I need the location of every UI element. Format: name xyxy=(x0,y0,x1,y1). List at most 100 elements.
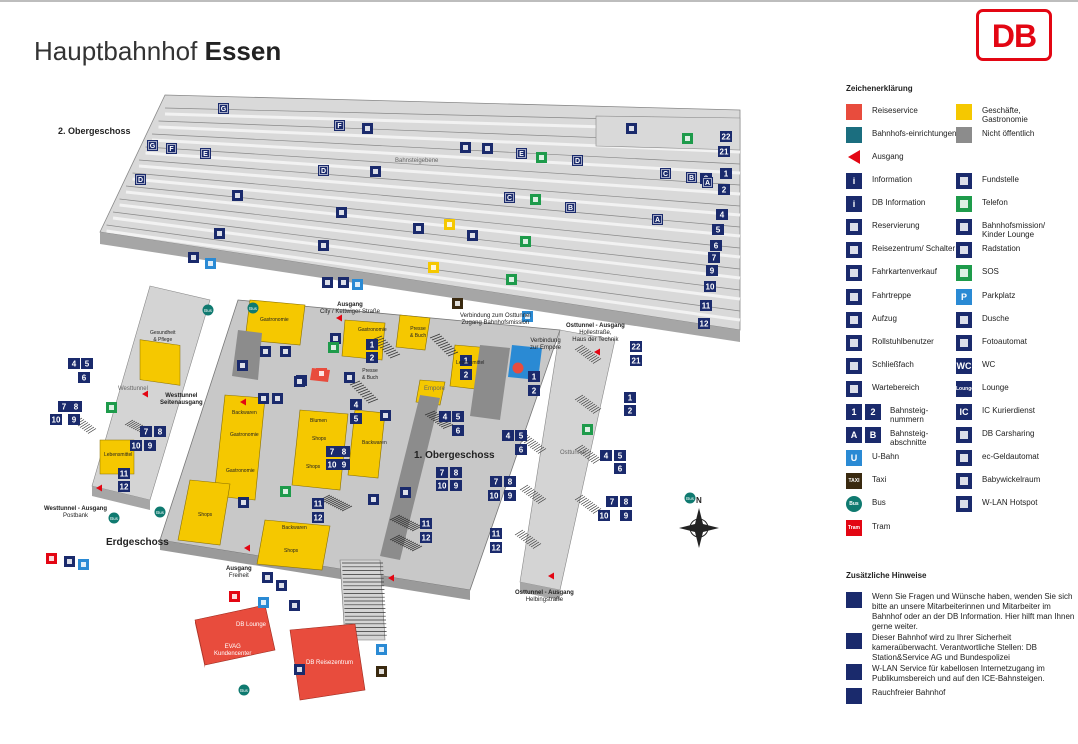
marker-label: 1 xyxy=(370,341,375,350)
marker-box xyxy=(704,281,716,292)
stair-step xyxy=(355,386,367,392)
legend-item: Bahnhofsmission/ Kinder Lounge xyxy=(956,219,1070,239)
marker-label: 4 xyxy=(354,401,359,410)
platform-number-marker: 5 xyxy=(712,224,724,235)
marker-label: 7 xyxy=(330,448,335,457)
platform-annex xyxy=(595,115,741,151)
legend-label: Fahrkartenverkauf xyxy=(872,267,937,277)
marker-box xyxy=(620,510,632,521)
stair-step xyxy=(578,447,588,454)
picto-glyph xyxy=(292,603,297,608)
shop-label: Shops xyxy=(312,436,327,442)
service-pictogram-icon xyxy=(482,143,493,154)
platform-number-marker: 9 xyxy=(68,414,80,425)
legend-item: Nicht öffentlich xyxy=(956,127,1070,145)
marker-box xyxy=(334,120,345,131)
platform-level xyxy=(99,94,741,342)
shop-label: Blumen xyxy=(310,418,327,424)
stair-step xyxy=(407,523,419,530)
label-line: Westtunnel xyxy=(165,393,198,399)
marker-label: A xyxy=(655,217,660,224)
picto-glyph xyxy=(81,562,86,567)
picto-glyph xyxy=(109,405,114,410)
platform-number-marker: 7 xyxy=(708,252,720,263)
platform-number-marker: 2 xyxy=(624,405,636,416)
track-bed xyxy=(119,203,741,280)
stair-step xyxy=(391,535,403,542)
legend-item: ec-Geldautomat xyxy=(956,450,1070,468)
platform-number-marker: 11 xyxy=(420,518,432,529)
label-line: Freiheit xyxy=(228,573,249,579)
stair-step xyxy=(428,413,440,419)
marker-frame xyxy=(517,149,526,158)
marker-box xyxy=(436,480,448,491)
platform-section-marker: B xyxy=(565,202,576,213)
marker-label: G xyxy=(221,106,227,113)
picto-glyph xyxy=(347,375,352,380)
legend-label: IC Kurierdienst xyxy=(982,406,1035,415)
legend-label: ec-Geldautomat xyxy=(982,452,1039,462)
stair-step xyxy=(588,355,598,361)
service-pictogram-icon xyxy=(336,207,347,218)
marker-label: 7 xyxy=(712,254,717,263)
legend-label: W-LAN Hotspot xyxy=(982,498,1038,508)
marker-frame xyxy=(167,144,176,153)
legend-label: Dusche xyxy=(982,313,1010,323)
stair-step xyxy=(533,445,543,451)
stair-step xyxy=(586,353,596,360)
picto-glyph xyxy=(371,497,376,502)
stair-step xyxy=(590,506,600,513)
exit-arrow-icon xyxy=(96,484,102,492)
marker-label: 11 xyxy=(702,302,711,311)
platform-number-marker: 9 xyxy=(504,490,516,501)
shop-block xyxy=(139,339,181,386)
picto-glyph xyxy=(525,314,530,319)
shop-label: Shops xyxy=(284,548,299,554)
platform-number-marker: 21 xyxy=(630,355,642,366)
stair-step xyxy=(83,425,93,431)
shop-label: Gastronomie xyxy=(230,432,259,438)
platform-number-marker: 22 xyxy=(630,341,642,352)
marker-label: G xyxy=(150,143,156,150)
service-pictogram-icon xyxy=(276,580,287,591)
track-bed xyxy=(145,151,741,196)
marker-box xyxy=(326,446,338,457)
marker-label: 10 xyxy=(328,461,337,470)
stair-step xyxy=(439,343,451,349)
marker-label: 10 xyxy=(438,482,447,491)
legend-glyph xyxy=(850,315,858,324)
notes-heading: Zusätzliche Hinweise xyxy=(846,571,927,580)
ic-courier-icon: IC xyxy=(956,404,972,420)
marker-label: A xyxy=(705,180,710,187)
marker-label: 4 xyxy=(720,211,725,220)
legend-item: Geschäfte, Gastronomie xyxy=(956,104,1070,124)
marker-frame xyxy=(335,121,344,130)
marker-label: 6 xyxy=(519,446,524,455)
picto-glyph xyxy=(217,231,222,236)
telephone-icon xyxy=(582,424,593,435)
picto-glyph xyxy=(383,413,388,418)
platform-section-marker: F xyxy=(334,120,345,131)
service-pictogram-icon xyxy=(294,664,305,675)
shop-label: Shops xyxy=(306,464,321,470)
legend-label: Ausgang xyxy=(872,152,904,161)
marker-box xyxy=(366,352,378,363)
stair-step xyxy=(438,421,450,426)
marker-box xyxy=(366,339,378,350)
swatch-bahnhofseinrichtungen xyxy=(846,127,862,143)
service-pictogram-icon xyxy=(232,190,243,201)
shop-label: Backwaren xyxy=(362,440,387,446)
marker-frame xyxy=(661,169,670,178)
stair-step xyxy=(535,496,545,503)
marker-box xyxy=(598,510,610,521)
marker-label: 5 xyxy=(519,432,524,441)
platform-number-icon: 2 xyxy=(865,404,881,420)
platform-section-marker: E xyxy=(516,148,527,159)
marker-box xyxy=(702,177,713,188)
shop-label: Gastronomie xyxy=(260,317,289,323)
picto-glyph xyxy=(523,239,528,244)
marker-label: 2 xyxy=(464,371,469,380)
